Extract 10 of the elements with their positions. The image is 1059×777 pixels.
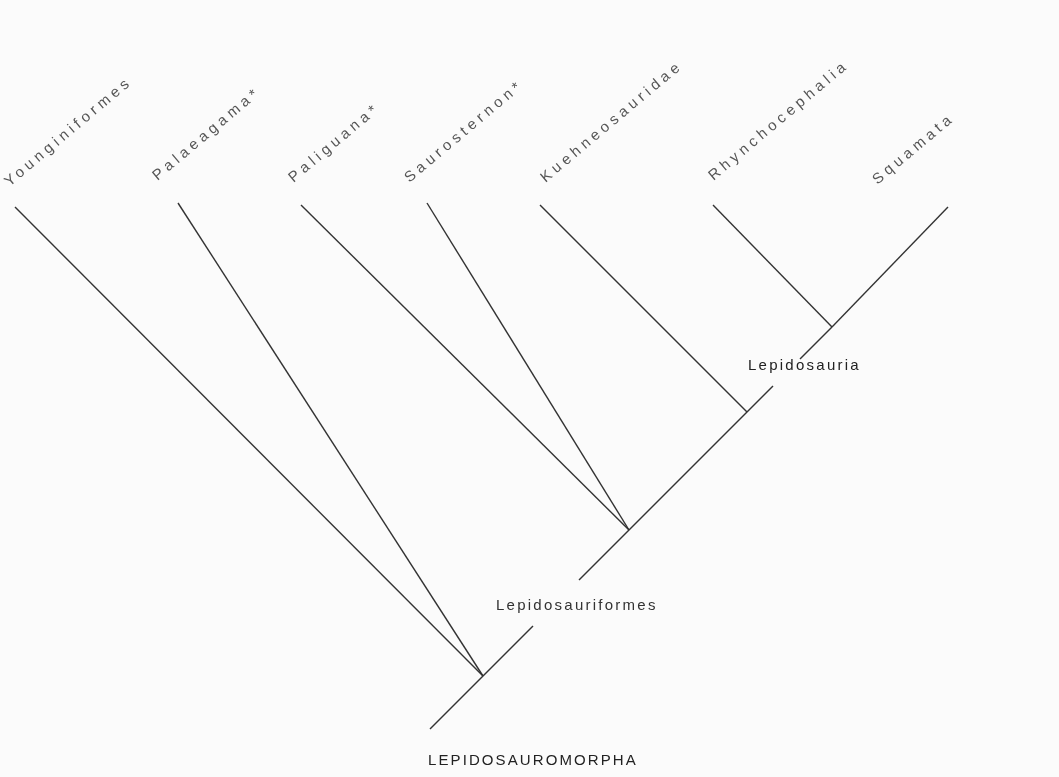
branch-line [177, 202, 484, 677]
branch-line [426, 202, 630, 531]
branch-line [712, 204, 833, 328]
branch-line [539, 204, 748, 413]
branch-line [300, 204, 630, 531]
branch-line [831, 206, 949, 328]
clade-label: Lepidosauria [748, 355, 861, 375]
clade-label: LEPIDOSAUROMORPHA [428, 750, 638, 770]
branch-line [14, 206, 484, 677]
clade-label: Lepidosauriformes [496, 595, 658, 615]
